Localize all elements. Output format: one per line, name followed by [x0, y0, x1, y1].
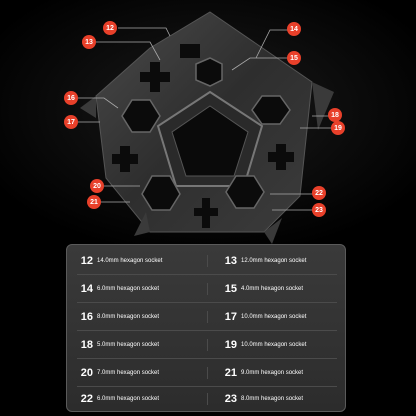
callout-18: 18 — [328, 108, 342, 122]
item-label: 8.0mm hexagon socket — [97, 314, 160, 320]
item-number: 19 — [224, 339, 237, 351]
item-label: 12.0mm hexagon socket — [241, 258, 307, 264]
callout-23: 23 — [312, 203, 326, 217]
item-label: 14.0mm hexagon socket — [97, 258, 163, 264]
product-illustration: 12 13 14 15 16 17 18 19 20 21 22 23 — [0, 0, 416, 245]
item-number: 23 — [224, 393, 237, 405]
item-label: 10.0mm hexagon socket — [241, 314, 307, 320]
table-row: 16 8.0mm hexagon socket 17 10.0mm hexagon … — [67, 303, 347, 331]
item-number: 18 — [80, 339, 93, 351]
item-label: 5.0mm hexagon socket — [97, 342, 160, 348]
item-label: 10.0mm hexagon socket — [241, 342, 307, 348]
callout-20: 20 — [90, 179, 104, 193]
table-row: 14 6.0mm hexagon socket 15 4.0mm hexagon s… — [67, 275, 347, 303]
item-label: 6.0mm hexagon socket — [97, 396, 160, 402]
table-row: 12 14.0mm hexagon socket 13 12.0mm hexagon… — [67, 247, 347, 275]
callout-15: 15 — [287, 51, 301, 65]
item-label: 6.0mm hexagon socket — [97, 286, 160, 292]
callout-12: 12 — [103, 21, 117, 35]
item-number: 16 — [80, 311, 93, 323]
table-row: 18 5.0mm hexagon socket 19 10.0mm hexagon … — [67, 331, 347, 359]
item-number: 13 — [224, 255, 237, 267]
item-number: 15 — [224, 283, 237, 295]
item-label: 4.0mm hexagon socket — [241, 286, 304, 292]
item-number: 20 — [80, 367, 93, 379]
callout-17: 17 — [64, 115, 78, 129]
table-row: 22 6.0mm hexagon socket 23 8.0mm hexagon s… — [67, 385, 347, 413]
item-number: 22 — [80, 393, 93, 405]
item-number: 17 — [224, 311, 237, 323]
callout-22: 22 — [312, 186, 326, 200]
callout-19: 19 — [331, 121, 345, 135]
socket-spec-table: 12 14.0mm hexagon socket 13 12.0mm hexagon… — [66, 244, 346, 412]
item-number: 12 — [80, 255, 93, 267]
callout-21: 21 — [87, 195, 101, 209]
item-label: 7.0mm hexagon socket — [97, 370, 160, 376]
item-label: 8.0mm hexagon socket — [241, 396, 304, 402]
callout-16: 16 — [64, 91, 78, 105]
callout-14: 14 — [287, 22, 301, 36]
multitool-graphic — [0, 0, 416, 245]
item-number: 21 — [224, 367, 237, 379]
item-label: 9.0mm hexagon socket — [241, 370, 304, 376]
callout-13: 13 — [82, 35, 96, 49]
item-number: 14 — [80, 283, 93, 295]
table-row: 20 7.0mm hexagon socket 21 9.0mm hexagon s… — [67, 359, 347, 387]
